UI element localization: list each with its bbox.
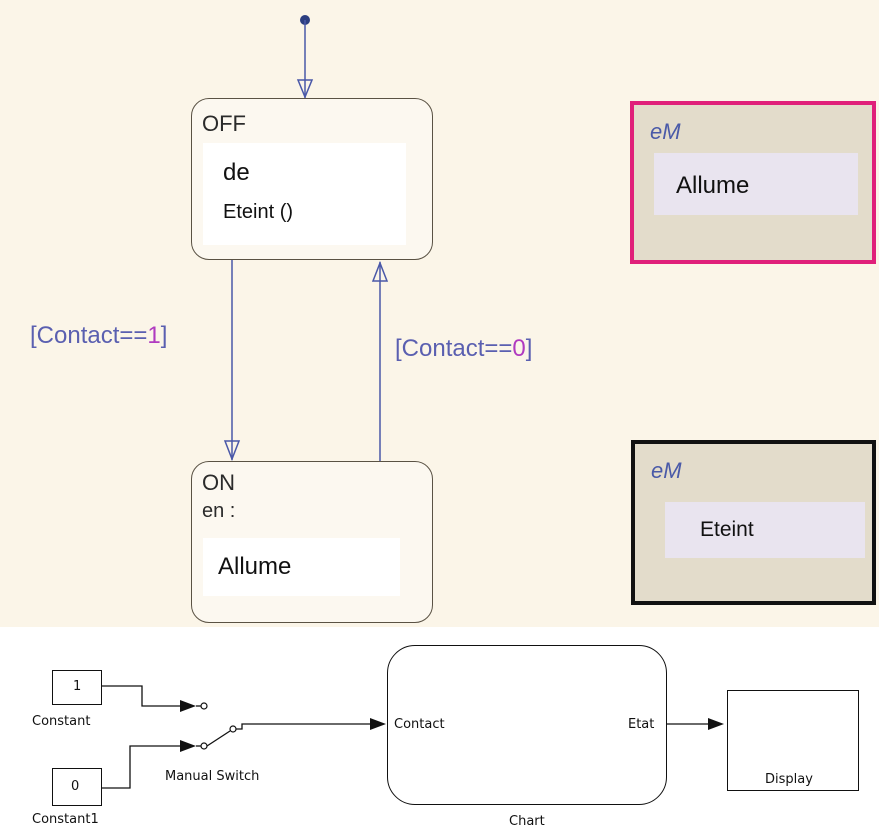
state-on-action: Allume <box>218 553 292 580</box>
transition-label-contact-1-value: 1 <box>147 322 161 349</box>
function-eteint[interactable]: eM Eteint <box>631 440 876 605</box>
display-label: Display <box>765 772 813 787</box>
transition-label-contact-1-suffix: ] <box>160 322 168 349</box>
transition-label-contact-0[interactable]: [Contact==0] <box>395 335 532 363</box>
signal-switch-output[interactable] <box>236 723 380 730</box>
constant-value: 1 <box>73 679 82 694</box>
state-off-name: OFF <box>202 111 246 136</box>
constant-block[interactable]: 1 <box>52 670 102 705</box>
state-off-action-box: de Eteint () <box>203 143 406 245</box>
signal-constant-arrow <box>180 700 196 712</box>
state-on[interactable]: ON en : Allume <box>191 461 433 623</box>
signal-switch-output-arrow <box>370 718 386 730</box>
constant-label: Constant <box>32 714 91 729</box>
chart-output-port: Etat <box>628 717 655 732</box>
constant1-value: 0 <box>71 779 80 794</box>
transition-label-contact-0-prefix: [Contact== <box>395 335 513 362</box>
display-block[interactable] <box>727 690 859 791</box>
transition-label-contact-0-value: 0 <box>512 335 526 362</box>
chart-label: Chart <box>509 814 545 829</box>
signal-etat-arrow <box>708 718 724 730</box>
switch-lever[interactable] <box>206 730 231 747</box>
state-on-action-box: Allume <box>203 538 400 596</box>
function-eteint-tag: eM <box>651 458 682 483</box>
function-allume-inner: Allume <box>654 153 858 215</box>
manual-switch-label: Manual Switch <box>165 769 260 784</box>
state-on-entry-prefix: en : <box>202 500 236 522</box>
state-off[interactable]: OFF de Eteint () <box>191 98 433 260</box>
function-allume-tag: eM <box>650 119 681 144</box>
constant1-block[interactable]: 0 <box>52 768 102 806</box>
default-transition-arrow <box>296 79 314 99</box>
transition-label-contact-0-suffix: ] <box>525 335 533 362</box>
signal-constant1-arrow <box>180 740 196 752</box>
constant1-label: Constant1 <box>32 812 99 827</box>
state-off-action-line1: de <box>223 159 250 186</box>
transition-label-contact-1[interactable]: [Contact==1] <box>30 322 167 350</box>
switch-contact-2 <box>200 742 208 750</box>
switch-output-contact <box>229 725 237 733</box>
function-eteint-name: Eteint <box>700 518 754 541</box>
state-on-name: ON <box>202 470 235 495</box>
transition-on-to-off-arrow <box>371 260 389 282</box>
signal-constant[interactable] <box>102 685 192 707</box>
signal-constant1[interactable] <box>102 745 192 789</box>
function-allume[interactable]: eM Allume <box>630 101 876 264</box>
function-eteint-inner: Eteint <box>665 502 865 558</box>
chart-input-port: Contact <box>394 717 445 732</box>
transition-off-to-on-arrow <box>223 440 241 462</box>
transition-label-contact-1-prefix: [Contact== <box>30 322 148 349</box>
state-off-action-line2: Eteint () <box>223 201 294 223</box>
function-allume-name: Allume <box>676 172 750 199</box>
chart-block[interactable]: Contact Etat <box>387 645 667 805</box>
switch-contact-1 <box>200 702 208 710</box>
